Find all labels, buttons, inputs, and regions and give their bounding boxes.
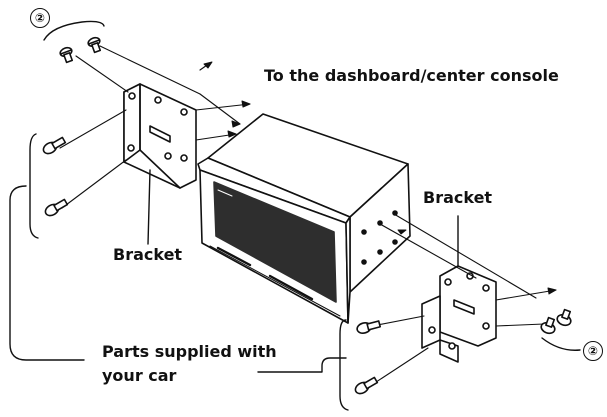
bracket-right [421, 215, 497, 363]
display-screen [213, 181, 337, 303]
screw-icons [42, 36, 572, 395]
screw-icon [354, 376, 379, 395]
screw-icon [356, 320, 382, 334]
guide-lines [59, 45, 557, 387]
screw-icon [556, 308, 572, 327]
grouping-brackets [9, 20, 581, 411]
screw-icon [44, 198, 69, 217]
direction-arrows [203, 61, 557, 295]
bracket-label-right: Bracket [423, 188, 493, 207]
head-unit [197, 113, 411, 324]
callout-number-top: ② [30, 8, 50, 28]
parts-label-line-2: your car [102, 366, 177, 385]
dashboard-label: To the dashboard/center console [264, 66, 559, 85]
screw-icon [42, 136, 67, 155]
bracket-left [123, 83, 197, 245]
parts-supplied-label: Parts supplied with your car [102, 340, 277, 388]
screw-icon [540, 316, 556, 335]
bracket-label-left: Bracket [113, 245, 183, 264]
screw-icon [59, 46, 74, 64]
parts-label-line-1: Parts supplied with [102, 342, 277, 361]
callout-number-bottom: ② [583, 341, 603, 361]
screw-icon [87, 36, 102, 54]
